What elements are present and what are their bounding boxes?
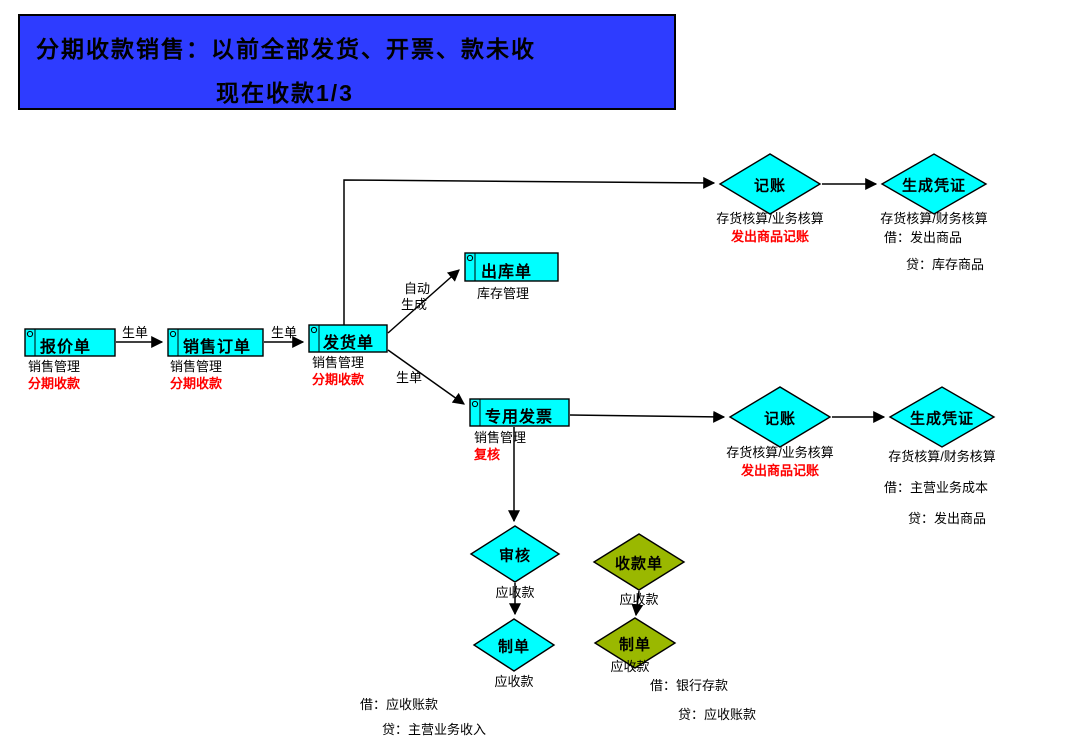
- voucher-make-left-debit-label: 借：应收账款: [360, 697, 439, 712]
- quotation-node-shape: [24, 328, 116, 357]
- audit-node-shape: [469, 525, 561, 583]
- receipt-node-label: 收款单: [614, 555, 664, 573]
- edge-label-auto-line1: 自动: [404, 281, 431, 296]
- audit-node-label: 审核: [498, 547, 532, 565]
- arrow-invoice-to-bookkeeping-mid: [569, 410, 726, 423]
- bookkeeping-mid-node-label: 记账: [763, 410, 797, 428]
- arrow-delivery-to-bookkeeping-top: [343, 176, 716, 325]
- voucher-make-right-credit-label: 贷：应收账款: [678, 707, 757, 722]
- title-line2: 现在收款1/3: [216, 80, 354, 106]
- bookkeeping-mid-node-shape: [728, 386, 832, 448]
- sales-order-node-shape: [167, 328, 264, 357]
- voucher-make-left-node-shape: [472, 618, 556, 672]
- bookkeeping-top-module-label: 存货核算/业务核算: [716, 211, 824, 226]
- quotation-module-label: 销售管理: [28, 359, 81, 374]
- title-box: 分期收款销售：以前全部发货、开票、款未收 现在收款1/3: [18, 14, 676, 110]
- voucher-make-left-credit-label: 贷：主营业务收入: [382, 722, 487, 737]
- delivery-order-module-label: 销售管理: [312, 355, 365, 370]
- bookkeeping-top-action-label: 发出商品记账: [730, 229, 810, 244]
- edge-label-auto-line2: 生成: [401, 297, 428, 312]
- bookkeeping-mid-action-label: 发出商品记账: [740, 463, 820, 478]
- outbound-order-node-shape: [464, 252, 559, 282]
- bookkeeping-top-node-shape: [718, 153, 822, 215]
- voucher-mid-node-shape: [888, 386, 996, 448]
- arrow-delivery-to-outbound: [387, 269, 460, 334]
- special-invoice-flag-label: 复核: [474, 447, 501, 462]
- bookkeeping-top-node-label: 记账: [753, 177, 787, 195]
- voucher-top-module-label: 存货核算/财务核算: [880, 211, 988, 226]
- title-line1: 分期收款销售：以前全部发货、开票、款未收: [36, 36, 536, 62]
- arrow-delivery-to-invoice: [387, 349, 465, 405]
- voucher-mid-credit-label: 贷：发出商品: [908, 511, 987, 526]
- outbound-order-module-label: 库存管理: [477, 286, 530, 301]
- bookkeeping-mid-module-label: 存货核算/业务核算: [726, 445, 834, 460]
- arrow-receipt-to-voucher-make-right: [631, 590, 644, 617]
- voucher-top-node-shape: [880, 153, 988, 215]
- special-invoice-module-label: 销售管理: [474, 430, 527, 445]
- special-invoice-node-shape: [469, 398, 570, 427]
- voucher-mid-debit-label: 借：主营业务成本: [884, 480, 989, 495]
- audit-module-label: 应收款: [495, 585, 535, 600]
- voucher-top-credit-label: 贷：库存商品: [906, 257, 985, 272]
- voucher-top-debit-label: 借：发出商品: [884, 230, 963, 245]
- sales-order-node-label: 销售订单: [183, 339, 252, 356]
- edge-label-gen3: 生单: [396, 370, 423, 385]
- quotation-flag-label: 分期收款: [28, 376, 81, 391]
- voucher-make-left-node-label: 制单: [497, 638, 531, 656]
- quotation-node-label: 报价单: [40, 339, 92, 356]
- voucher-mid-node-label: 生成凭证: [909, 410, 975, 428]
- receipt-node-shape: [592, 533, 686, 591]
- sales-order-module-label: 销售管理: [170, 359, 223, 374]
- delivery-order-flag-label: 分期收款: [312, 372, 365, 387]
- receipt-module-label: 应收款: [619, 592, 659, 607]
- voucher-mid-module-label: 存货核算/财务核算: [888, 449, 996, 464]
- voucher-make-right-debit-label: 借：银行存款: [650, 678, 729, 693]
- voucher-top-node-label: 生成凭证: [901, 177, 967, 195]
- voucher-make-right-node-shape: [593, 617, 677, 669]
- voucher-make-left-module-label: 应收款: [494, 674, 534, 689]
- edge-label-gen1: 生单: [122, 325, 149, 340]
- voucher-make-right-module-label: 应收款: [610, 659, 650, 674]
- sales-order-flag-label: 分期收款: [170, 376, 223, 391]
- voucher-make-right-node-label: 制单: [618, 636, 652, 654]
- outbound-order-node-label: 出库单: [481, 264, 533, 281]
- edge-label-gen2: 生单: [271, 325, 298, 340]
- special-invoice-node-label: 专用发票: [485, 409, 554, 426]
- delivery-order-node-shape: [308, 324, 388, 353]
- delivery-order-node-label: 发货单: [323, 335, 375, 352]
